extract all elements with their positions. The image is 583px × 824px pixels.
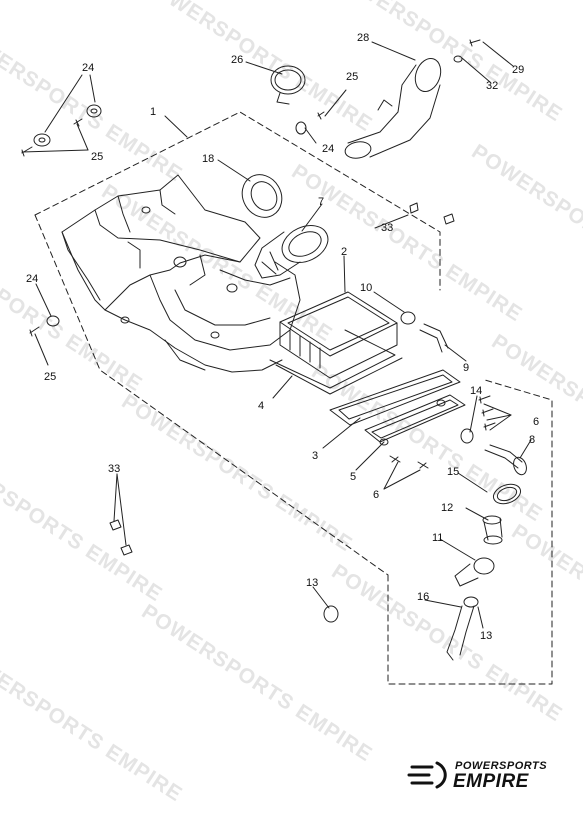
callout-24-middle: 24 xyxy=(322,143,335,155)
assembly-boundary xyxy=(34,111,441,291)
callout-6-lower: 6 xyxy=(373,489,380,501)
callout-12: 12 xyxy=(441,502,454,514)
callout-13-left: 13 xyxy=(306,577,319,589)
hose-clamp-top xyxy=(270,65,306,105)
callout-1: 1 xyxy=(150,106,157,118)
callout-25-middle: 25 xyxy=(346,71,359,83)
callout-11: 11 xyxy=(432,532,444,544)
callout-18: 18 xyxy=(202,153,215,165)
airbox-housing xyxy=(61,174,301,373)
callout-3: 3 xyxy=(312,450,319,462)
top-fasteners xyxy=(21,39,481,337)
callout-2: 2 xyxy=(341,246,348,258)
callout-26: 26 xyxy=(231,54,244,66)
assembly-boundary-left xyxy=(34,214,389,576)
callout-25-top: 25 xyxy=(91,151,104,163)
callout-8: 8 xyxy=(529,434,536,446)
filter-seal xyxy=(269,329,403,395)
callout-28: 28 xyxy=(357,32,370,44)
callout-33-upper: 33 xyxy=(381,222,394,234)
breather-hose xyxy=(400,311,449,353)
callout-29: 29 xyxy=(512,64,525,76)
clamp-ring xyxy=(241,174,283,218)
brand-logo: POWERSPORTS EMPIRE xyxy=(405,757,565,795)
callout-10: 10 xyxy=(360,282,373,294)
callout-25-left: 25 xyxy=(44,371,57,383)
filter-cover xyxy=(329,369,466,446)
callout-4: 4 xyxy=(258,400,265,412)
drain-assembly xyxy=(323,428,527,661)
callout-24-top: 24 xyxy=(82,62,95,74)
brand-logo-bottom: EMPIRE xyxy=(453,771,529,792)
brand-logo-top: POWERSPORTS xyxy=(455,760,548,772)
callout-6-upper: 6 xyxy=(533,416,540,428)
callout-14: 14 xyxy=(470,385,483,397)
callout-13-right: 13 xyxy=(480,630,493,642)
callout-7: 7 xyxy=(318,196,325,208)
callout-24-left: 24 xyxy=(26,273,39,285)
sub-assembly-boundary xyxy=(387,379,553,685)
callout-9: 9 xyxy=(463,362,470,374)
intake-duct xyxy=(254,225,329,279)
callout-5: 5 xyxy=(350,471,357,483)
callout-33-lower: 33 xyxy=(108,463,121,475)
brand-logo-mark xyxy=(407,761,447,789)
leader-lines xyxy=(21,41,532,629)
cover-screws xyxy=(389,395,496,469)
lower-nuts xyxy=(109,519,133,556)
callout-32: 32 xyxy=(486,80,499,92)
air-filter xyxy=(279,291,398,379)
callout-16: 16 xyxy=(417,591,430,603)
elbow-hose xyxy=(344,58,442,159)
callout-15: 15 xyxy=(447,466,460,478)
